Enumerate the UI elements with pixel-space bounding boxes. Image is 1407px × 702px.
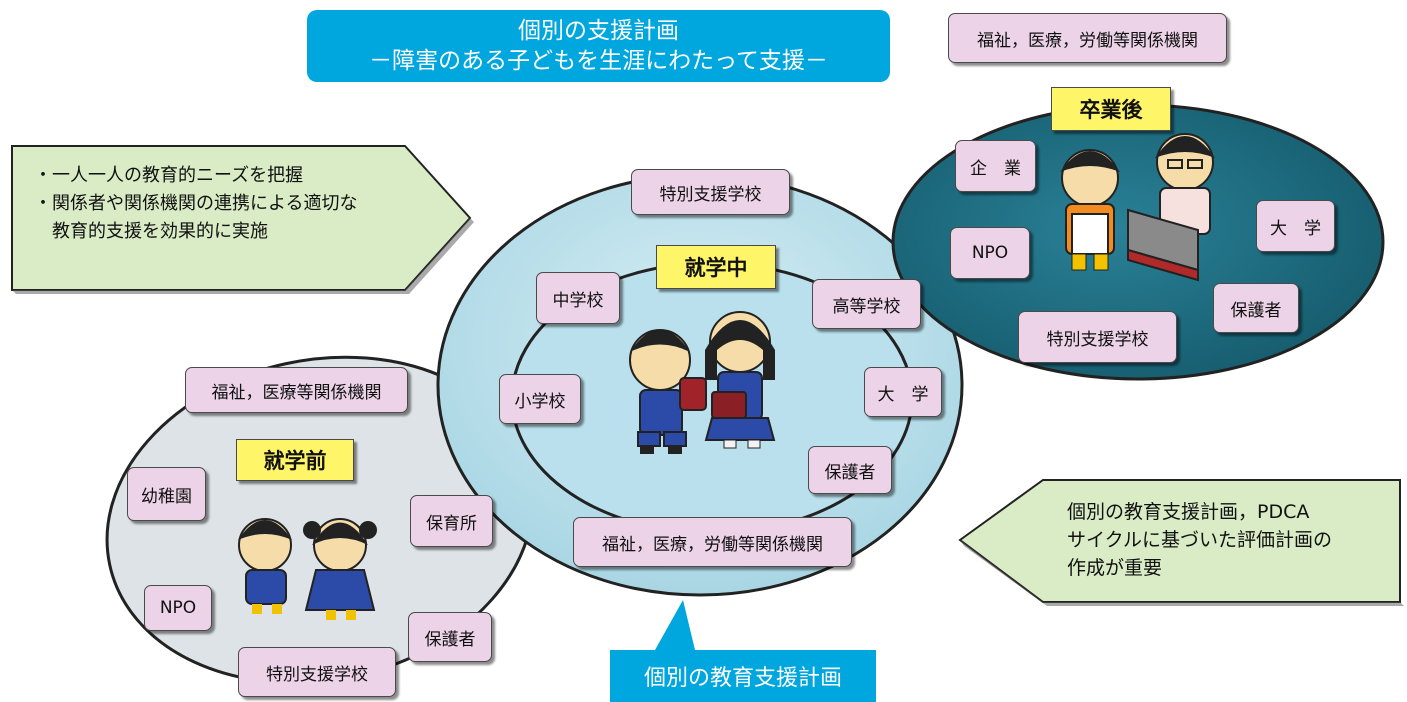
school-agency-university: 大 学 <box>864 367 942 417</box>
preschool-agency-kindergarten: 幼稚園 <box>127 467 206 521</box>
preschool-stage-label: 就学前 <box>236 439 354 481</box>
preschool-agency-npo: NPO <box>144 585 212 631</box>
right-note-line: 個別の教育支援計画，PDCA <box>1067 501 1310 523</box>
school-stage-label: 就学中 <box>656 245 776 289</box>
preschool-agency-guardian: 保護者 <box>408 612 492 662</box>
right-note-line: 作成が重要 <box>1067 557 1163 579</box>
bottom-callout-shape <box>610 600 876 702</box>
right-note: 個別の教育支援計画，PDCA サイクルに基づいた評価計画の 作成が重要 <box>1067 498 1332 582</box>
left-note-line: ・一人一人の教育的ニーズを把握 <box>34 165 304 186</box>
plan-title-banner: 個別の支援計画 －障害のある子どもを生涯にわたって支援－ <box>307 10 890 82</box>
preschool-children-illustration <box>238 518 377 620</box>
plan-subtitle: －障害のある子どもを生涯にわたって支援－ <box>369 48 828 74</box>
preschool-agency-nursery: 保育所 <box>410 495 493 547</box>
left-note-line: 教育的支援を効果的に実施 <box>34 221 268 242</box>
school-agency-elementary: 小学校 <box>499 374 581 424</box>
school-agency-high-school: 高等学校 <box>812 279 921 329</box>
plan-title: 個別の支援計画 <box>518 18 679 44</box>
postgrad-agency-welfare: 福祉，医療，労働等関係機関 <box>948 13 1227 63</box>
school-agency-special-school: 特別支援学校 <box>631 169 790 215</box>
bottom-callout-label: 個別の教育支援計画 <box>643 666 842 691</box>
school-agency-junior-high: 中学校 <box>536 272 620 324</box>
postgrad-workers-illustration <box>1060 133 1215 282</box>
postgrad-agency-company: 企 業 <box>955 140 1036 192</box>
left-note-line: ・関係者や関係機関の連携による適切な <box>34 193 358 214</box>
postgrad-agency-special-school: 特別支援学校 <box>1018 311 1177 363</box>
right-note-line: サイクルに基づいた評価計画の <box>1067 529 1333 551</box>
left-note: ・一人一人の教育的ニーズを把握 ・関係者や関係機関の連携による適切な 教育的支援… <box>34 162 357 246</box>
postgrad-stage-label: 卒業後 <box>1051 87 1171 131</box>
postgrad-agency-university: 大 学 <box>1256 200 1335 252</box>
preschool-agency-special-school: 特別支援学校 <box>238 647 396 697</box>
postgrad-agency-npo: NPO <box>950 227 1030 279</box>
school-agency-welfare: 福祉，医療，労働等関係機関 <box>573 517 852 567</box>
preschool-agency-welfare: 福祉，医療等関係機関 <box>185 367 408 413</box>
postgrad-agency-guardian: 保護者 <box>1213 283 1299 333</box>
school-children-illustration <box>629 311 776 454</box>
school-agency-guardian: 保護者 <box>808 446 892 494</box>
